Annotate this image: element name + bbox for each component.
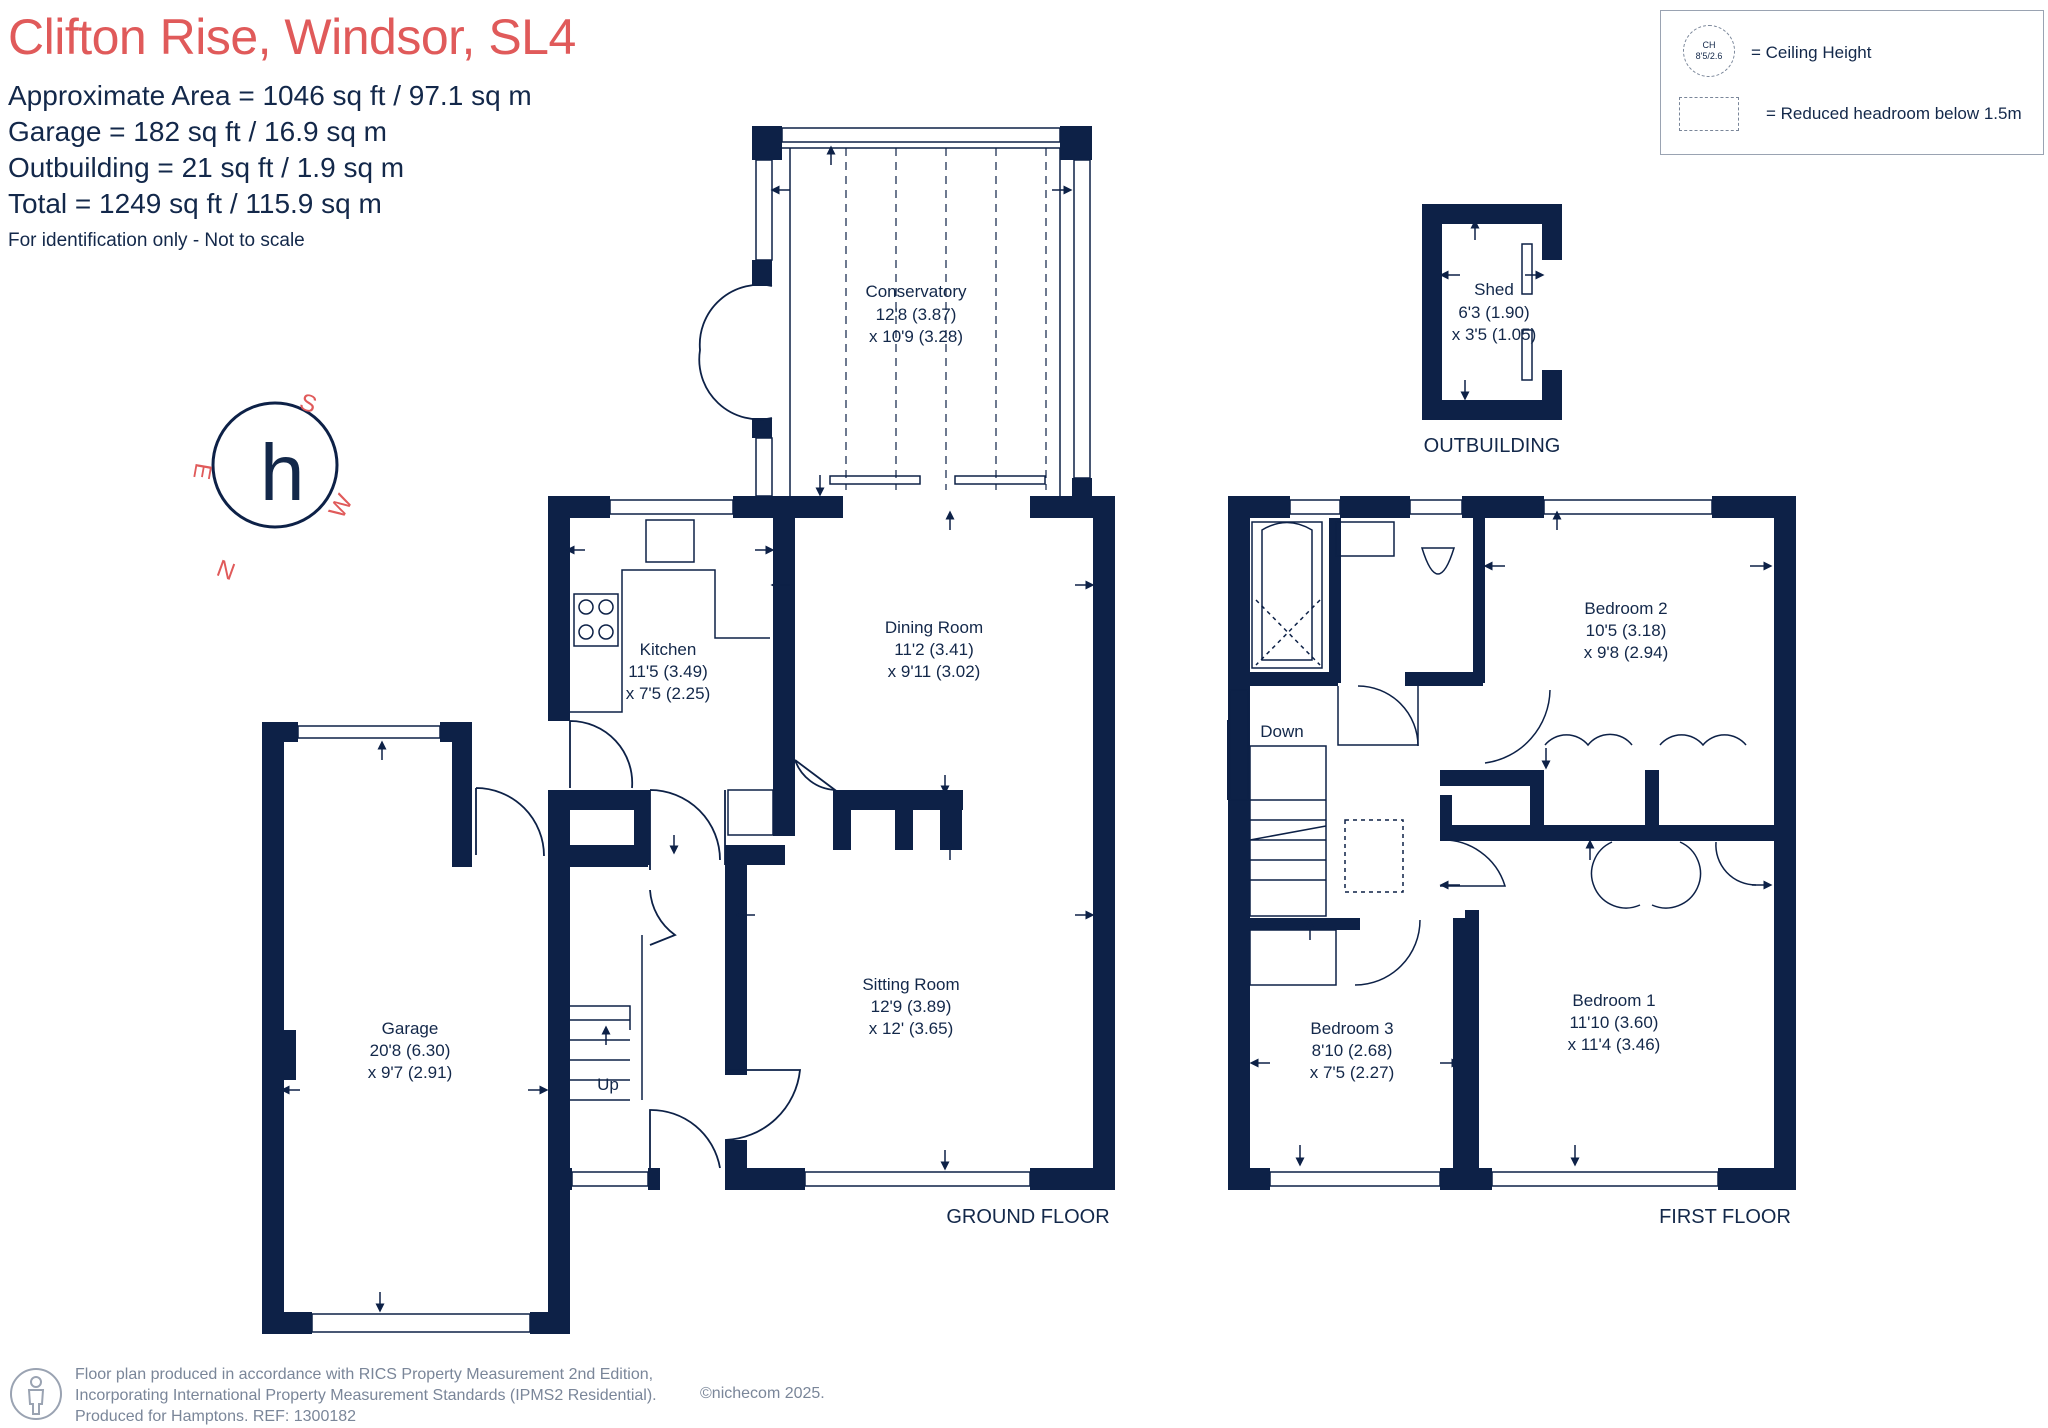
ground-floor-walls bbox=[262, 126, 1115, 1334]
garage-name: Garage bbox=[382, 1019, 439, 1038]
ground-floor-windows bbox=[297, 127, 1091, 1333]
approx-area: Approximate Area = 1046 sq ft / 97.1 sq … bbox=[8, 80, 532, 111]
footer-line3: Produced for Hamptons. REF: 1300182 bbox=[75, 1408, 357, 1425]
sliding-door-marks bbox=[829, 475, 1046, 485]
dining-name: Dining Room bbox=[885, 618, 983, 637]
ground-floor-doors bbox=[475, 283, 838, 1169]
person-icon bbox=[10, 1368, 62, 1420]
footer-line1: Floor plan produced in accordance with R… bbox=[75, 1366, 654, 1383]
kitchen-dim1: 11'5 (3.49) bbox=[628, 662, 707, 681]
conservatory-name: Conservatory bbox=[865, 282, 967, 301]
footer-text: Floor plan produced in accordance with R… bbox=[75, 1364, 657, 1427]
ceiling-height-symbol: CH 8'5/2.6 bbox=[1683, 25, 1735, 77]
dining-dim2: x 9'11 (3.02) bbox=[888, 662, 981, 681]
conservatory-roof-lines bbox=[845, 148, 1047, 490]
shed-door bbox=[1521, 243, 1533, 381]
kitchen-dim2: x 7'5 (2.25) bbox=[626, 684, 711, 703]
dining-dim1: 11'2 (3.41) bbox=[894, 640, 973, 659]
outbuilding-label: OUTBUILDING bbox=[1424, 435, 1561, 457]
garage-dim2: x 9'7 (2.91) bbox=[368, 1063, 453, 1082]
bedroom1-dim1: 11'10 (3.60) bbox=[1570, 1013, 1659, 1032]
scale-note: For identification only - Not to scale bbox=[8, 230, 305, 251]
sitting-dim2: x 12' (3.65) bbox=[869, 1019, 954, 1038]
ceiling-height-label: = Ceiling Height bbox=[1751, 43, 1872, 62]
outbuilding-walls bbox=[1422, 204, 1562, 420]
reduced-headroom-label: = Reduced headroom below 1.5m bbox=[1766, 104, 2022, 123]
legend: CH 8'5/2.6 = Ceiling Height = Reduced he… bbox=[1660, 10, 2044, 155]
dimension-arrows bbox=[280, 145, 1773, 1313]
compass: h S E W N bbox=[187, 388, 358, 584]
floor-labels: GROUND FLOOR FIRST FLOOR OUTBUILDING bbox=[946, 435, 1791, 1228]
compass-n: N bbox=[214, 553, 240, 584]
bedroom3-dim2: x 7'5 (2.27) bbox=[1310, 1063, 1395, 1082]
first-floor-walls bbox=[1227, 496, 1796, 1190]
reduced-headroom-symbol bbox=[1679, 97, 1739, 131]
bedroom3-name: Bedroom 3 bbox=[1310, 1019, 1393, 1038]
bedroom2-dim2: x 9'8 (2.94) bbox=[1584, 643, 1669, 662]
compass-logo: h bbox=[260, 428, 305, 517]
garage-dim1: 20'8 (6.30) bbox=[370, 1041, 451, 1060]
kitchen-fixtures bbox=[570, 519, 774, 1101]
conservatory-dim1: 12'8 (3.87) bbox=[876, 305, 957, 324]
bedroom1-name: Bedroom 1 bbox=[1572, 991, 1655, 1010]
sitting-dim1: 12'9 (3.89) bbox=[871, 997, 952, 1016]
bedroom2-name: Bedroom 2 bbox=[1584, 599, 1667, 618]
property-title: Clifton Rise, Windsor, SL4 bbox=[8, 9, 576, 65]
first-floor-label: FIRST FLOOR bbox=[1659, 1206, 1791, 1228]
ground-floor-label: GROUND FLOOR bbox=[946, 1206, 1109, 1228]
ceiling-abbr: CH bbox=[1702, 40, 1716, 50]
garage-area: Garage = 182 sq ft / 16.9 sq m bbox=[8, 116, 387, 147]
footer-line2: Incorporating International Property Mea… bbox=[75, 1387, 657, 1404]
shed-dim1: 6'3 (1.90) bbox=[1458, 303, 1529, 322]
total-area: Total = 1249 sq ft / 115.9 sq m bbox=[8, 188, 382, 219]
room-labels: Conservatory 12'8 (3.87) x 10'9 (3.28) K… bbox=[368, 280, 1669, 1094]
kitchen-name: Kitchen bbox=[640, 640, 697, 659]
sitting-name: Sitting Room bbox=[862, 975, 959, 994]
shed-name: Shed bbox=[1474, 280, 1514, 299]
bedroom2-dim1: 10'5 (3.18) bbox=[1586, 621, 1667, 640]
compass-s: S bbox=[296, 388, 320, 419]
bedroom1-dim2: x 11'4 (3.46) bbox=[1568, 1035, 1661, 1054]
ceiling-sample: 8'5/2.6 bbox=[1695, 51, 1723, 61]
shed-dim2: x 3'5 (1.05) bbox=[1452, 325, 1537, 344]
compass-e: E bbox=[187, 461, 216, 481]
outbuilding-area: Outbuilding = 21 sq ft / 1.9 sq m bbox=[8, 152, 405, 183]
stairs-down-label: Down bbox=[1260, 722, 1303, 741]
bedroom3-dim1: 8'10 (2.68) bbox=[1312, 1041, 1393, 1060]
compass-ring bbox=[211, 401, 339, 529]
first-floor-fixtures bbox=[1229, 499, 1757, 1187]
conservatory-dim2: x 10'9 (3.28) bbox=[869, 327, 963, 346]
copyright: ©nichecom 2025. bbox=[700, 1385, 825, 1402]
stairs-up-label: Up bbox=[597, 1075, 619, 1094]
